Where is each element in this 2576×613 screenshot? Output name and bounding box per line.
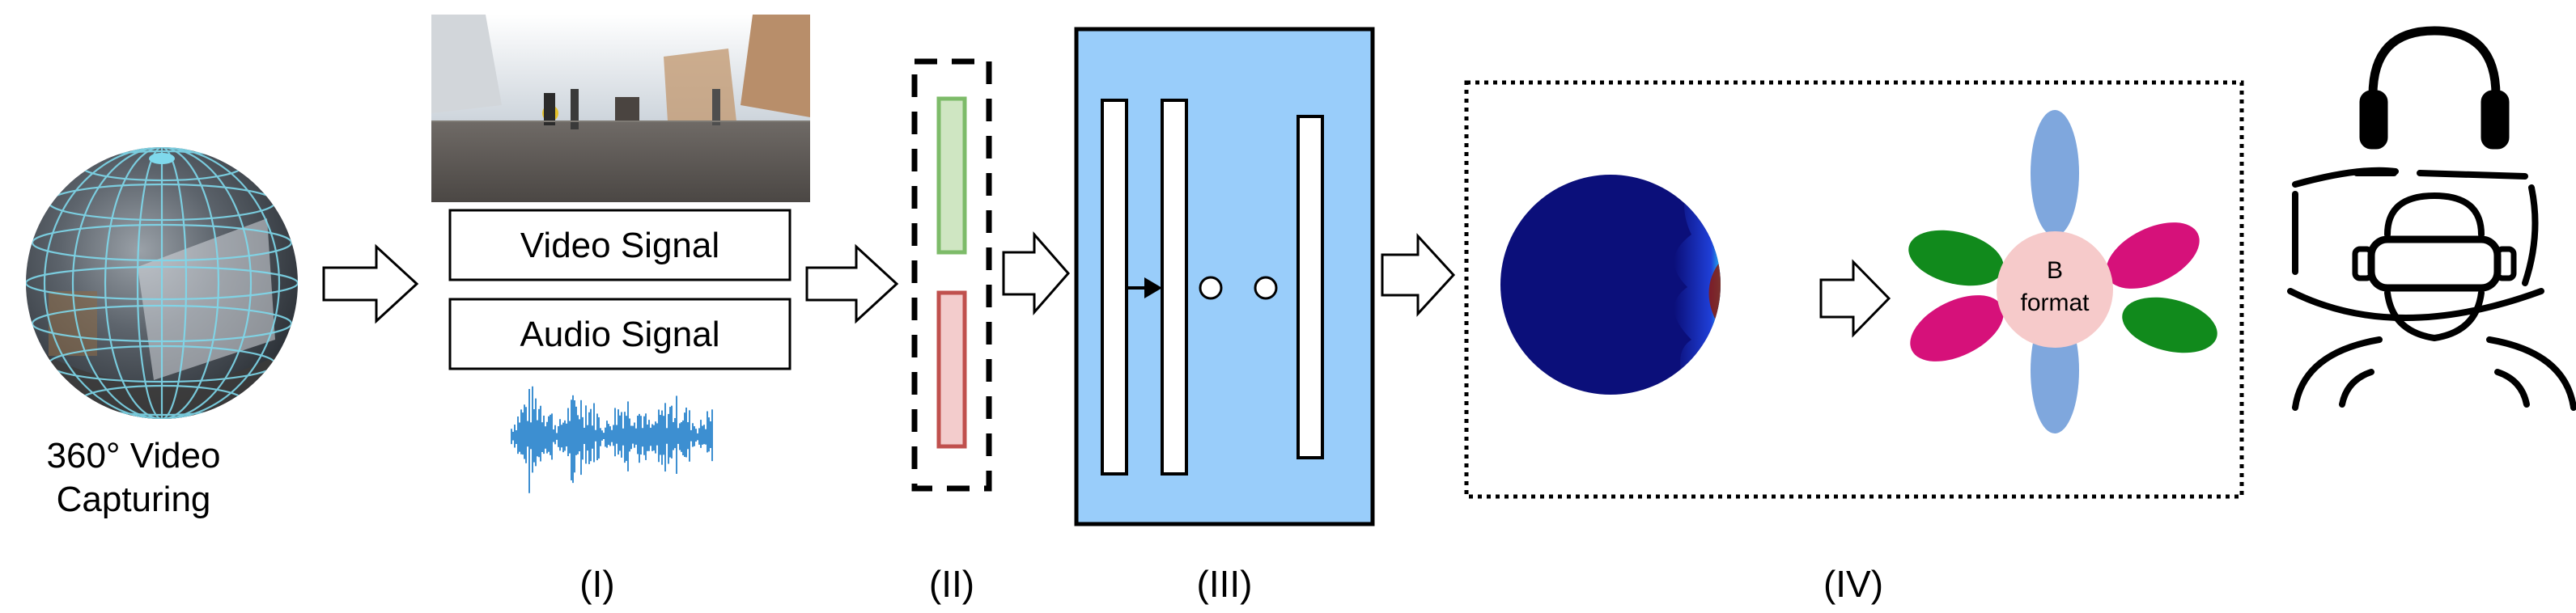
capture-label-line2: Capturing bbox=[57, 480, 211, 519]
feature-group-box bbox=[911, 58, 992, 492]
headphones-icon bbox=[2359, 26, 2510, 150]
b-format-label-line1: B bbox=[2047, 257, 2063, 284]
lobe-lower-right bbox=[2122, 297, 2217, 353]
hollow-right-arrow-icon bbox=[1381, 233, 1456, 317]
output-group-box bbox=[1464, 80, 2244, 499]
capture-label-line1: 360° Video bbox=[47, 436, 221, 476]
network-layer-n bbox=[1296, 115, 1324, 459]
ellipsis-dot bbox=[1199, 276, 1223, 300]
audio-waveform bbox=[511, 386, 713, 493]
lobe-upper-left bbox=[1908, 230, 2004, 286]
b-format-center bbox=[1997, 231, 2113, 348]
network-layer-1 bbox=[1101, 99, 1128, 476]
audio-feature-bar bbox=[936, 290, 967, 449]
heatmap-sphere bbox=[1500, 175, 1721, 395]
hollow-right-arrow-icon bbox=[322, 243, 419, 324]
audio-signal-label: Audio Signal bbox=[520, 315, 719, 354]
stage-label-2: (II) bbox=[929, 563, 974, 605]
stage-label-4: (IV) bbox=[1823, 563, 1883, 605]
network-layer-2 bbox=[1161, 99, 1188, 476]
lobe-upper-right bbox=[2106, 222, 2200, 289]
globe-sphere-icon bbox=[26, 147, 298, 419]
hollow-right-arrow-icon bbox=[1819, 259, 1891, 338]
audio-signal-box bbox=[448, 298, 791, 370]
hollow-right-arrow-icon bbox=[1002, 231, 1070, 315]
b-format-label-line2: format bbox=[2020, 290, 2090, 316]
ellipsis-dot bbox=[1254, 276, 1278, 300]
panorama-frame bbox=[431, 15, 810, 202]
hollow-right-arrow-icon bbox=[805, 243, 899, 324]
lobe-top bbox=[2031, 110, 2079, 236]
video-signal-box bbox=[448, 209, 791, 281]
b-format-pattern bbox=[1908, 110, 2217, 433]
lobe-lower-left bbox=[1910, 295, 2004, 361]
stage-label-1: (I) bbox=[579, 563, 614, 605]
video-feature-bar bbox=[936, 96, 967, 255]
stage-label-3: (III) bbox=[1197, 563, 1253, 605]
vr-headset-person-icon bbox=[2287, 26, 2576, 411]
video-signal-label: Video Signal bbox=[520, 226, 719, 265]
